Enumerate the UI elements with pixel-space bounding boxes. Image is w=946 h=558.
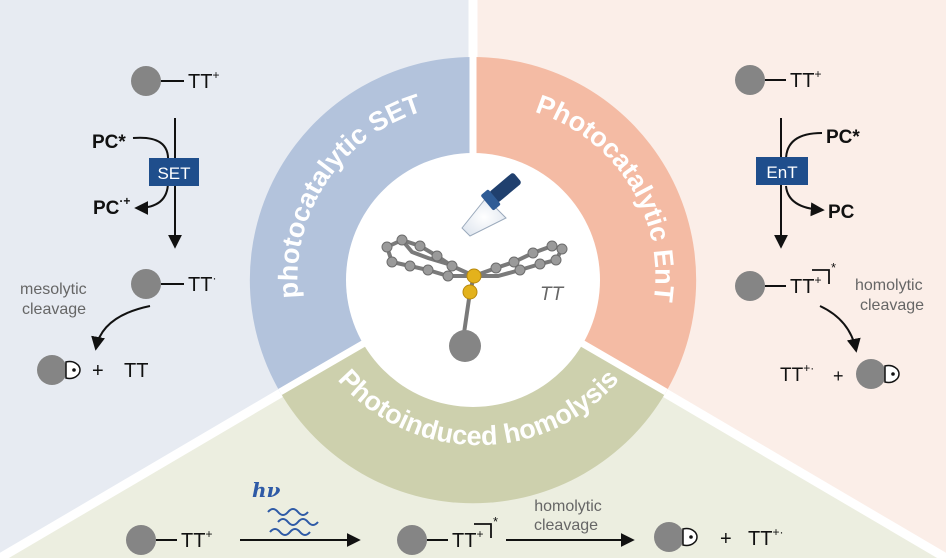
substrate-ball [735, 65, 765, 95]
set-pathway: TT+ PC* SET PC·+ TT· mesolytic cleavage … [20, 66, 219, 385]
homolytic-label-2: cleavage [534, 517, 598, 534]
set-box-label: SET [157, 164, 190, 183]
plus-sign: + [720, 528, 732, 550]
tt-excited-label: TT+ [790, 273, 821, 298]
tt-plus-label: TT+ [181, 527, 212, 552]
ent-box [756, 157, 808, 185]
molecule-label: TT [540, 284, 565, 305]
radical-ball [654, 522, 684, 552]
light-wave-icon [267, 508, 319, 536]
plus-sign: + [92, 360, 104, 382]
excited-bracket [474, 523, 492, 538]
substrate-ball [735, 271, 765, 301]
substrate-ball [397, 525, 427, 555]
pc-star-label: PC* [92, 132, 126, 153]
sulfur-atom [462, 284, 478, 300]
excited-star: * [493, 514, 498, 529]
homolysis-pathway: TT+ hν TT+ * homolytic cleavage + TT+· [126, 478, 783, 555]
tt-radical-label: TT· [188, 271, 216, 296]
excited-bracket [812, 269, 830, 284]
plus-sign: + [833, 366, 844, 386]
pc-label: PC [828, 202, 855, 223]
homolytic-label-1: homolytic [855, 277, 923, 294]
tt-label: TT [124, 360, 148, 382]
ent-pathway: TT+ PC* EnT PC TT+ * homolytic cleavage … [735, 65, 924, 389]
mesolytic-label-1: mesolytic [20, 281, 87, 298]
hv-label: hν [252, 478, 281, 502]
mesolytic-label-2: cleavage [22, 301, 86, 318]
tt-radical-cation-label: TT+· [748, 525, 783, 550]
substrate-ball [131, 66, 161, 96]
tt-plus-label: TT+ [790, 67, 821, 92]
flashlight-icon [461, 173, 521, 237]
substrate-ball [131, 269, 161, 299]
pc-radical-cation-label: PC·+ [93, 194, 130, 219]
homolytic-label-1: homolytic [534, 498, 602, 515]
thianthrenium-molecule [381, 234, 568, 362]
tt-plus-label: TT+ [188, 68, 219, 93]
sulfur-atom [466, 268, 482, 284]
set-box [149, 158, 199, 186]
ent-box-label: EnT [766, 163, 797, 182]
radical-ball [856, 359, 886, 389]
excited-star: * [831, 260, 836, 275]
substrate-ball [126, 525, 156, 555]
pc-star-label: PC* [826, 127, 860, 148]
tt-excited-label: TT+ [452, 527, 483, 552]
homolytic-label-2: cleavage [860, 297, 924, 314]
radical-ball [37, 355, 67, 385]
tt-radical-cation-label: TT+· [780, 361, 814, 386]
substituent-ball [449, 330, 481, 362]
